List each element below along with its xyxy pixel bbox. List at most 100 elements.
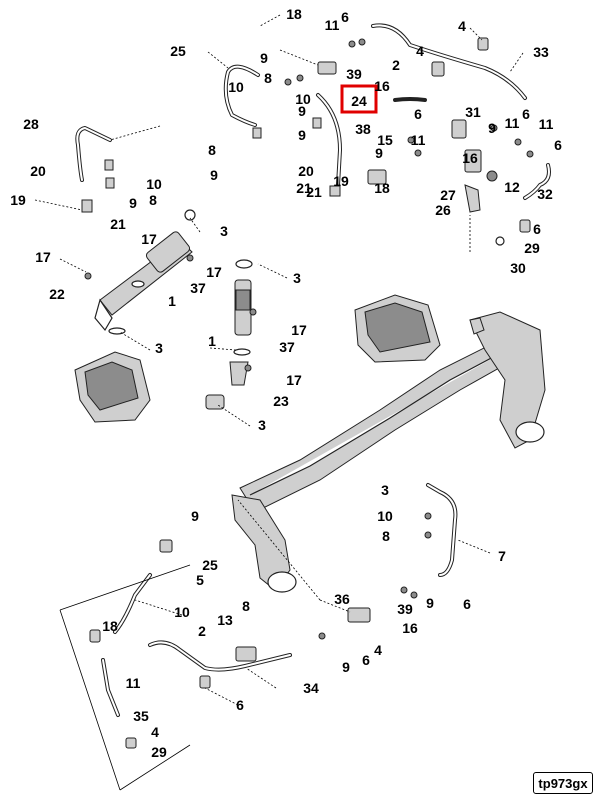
callout-10: 10: [228, 79, 244, 95]
callout-12: 12: [504, 179, 520, 195]
callout-25: 25: [170, 43, 186, 59]
callout-37: 37: [279, 339, 295, 355]
callout-4: 4: [416, 43, 424, 59]
right-housing: [354, 294, 441, 363]
callout-9: 9: [298, 127, 306, 143]
callout-6: 6: [522, 106, 530, 122]
center-filter-assembly: [205, 259, 257, 410]
callout-9: 9: [342, 659, 350, 675]
callout-9: 9: [298, 103, 306, 119]
callout-17: 17: [141, 231, 157, 247]
callout-6: 6: [362, 652, 370, 668]
callout-11: 11: [539, 116, 554, 132]
callout-3: 3: [155, 340, 163, 356]
callout-4: 4: [374, 642, 382, 658]
callout-26: 26: [435, 202, 451, 218]
callout-13: 13: [217, 612, 233, 628]
callout-8: 8: [382, 528, 390, 544]
callout-9: 9: [426, 595, 434, 611]
callout-28: 28: [23, 116, 39, 132]
callout-29: 29: [151, 744, 167, 760]
callout-6: 6: [414, 106, 422, 122]
callout-6: 6: [236, 697, 244, 713]
callout-19: 19: [10, 192, 26, 208]
callout-39: 39: [346, 66, 362, 82]
callout-17: 17: [291, 322, 307, 338]
callout-9: 9: [260, 50, 268, 66]
callout-20: 20: [30, 163, 46, 179]
callout-8: 8: [208, 142, 216, 158]
callout-30: 30: [510, 260, 526, 276]
callout-9: 9: [191, 508, 199, 524]
callout-31: 31: [465, 104, 481, 120]
callout-8: 8: [242, 598, 250, 614]
callout-29: 29: [524, 240, 540, 256]
callout-22: 22: [49, 286, 65, 302]
callout-4: 4: [151, 724, 159, 740]
callout-39: 39: [397, 601, 413, 617]
callout-9: 9: [129, 195, 137, 211]
callout-3: 3: [220, 223, 228, 239]
callout-10: 10: [174, 604, 190, 620]
callout-23: 23: [273, 393, 289, 409]
callout-10: 10: [295, 91, 311, 107]
leader-lines: [34, 14, 524, 706]
callout-3: 3: [258, 417, 266, 433]
callout-16: 16: [374, 78, 390, 94]
callout-10: 10: [146, 176, 162, 192]
callout-9: 9: [375, 145, 383, 161]
callout-1: 1: [168, 293, 176, 309]
lower-assembly: [59, 483, 458, 791]
callout-2: 2: [198, 623, 206, 639]
vehicle-frame: [231, 311, 546, 593]
callout-6: 6: [554, 137, 562, 153]
reference-tag: tp973gx: [533, 772, 593, 794]
callout-6: 6: [533, 221, 541, 237]
callout-36: 36: [334, 591, 350, 607]
callout-17: 17: [206, 264, 222, 280]
callout-11: 11: [505, 115, 520, 131]
callout-27: 27: [440, 187, 456, 203]
callout-20: 20: [298, 163, 314, 179]
callout-38: 38: [355, 121, 371, 137]
callout-3: 3: [381, 482, 389, 498]
callout-15: 15: [377, 132, 393, 148]
callout-37: 37: [190, 280, 206, 296]
callout-18: 18: [286, 6, 302, 22]
top-assembly: [75, 23, 551, 246]
callout-1: 1: [208, 333, 216, 349]
callout-17: 17: [286, 372, 302, 388]
callout-11: 11: [126, 675, 141, 691]
callout-34: 34: [303, 680, 319, 696]
callout-8: 8: [264, 70, 272, 86]
callout-21: 21: [306, 184, 322, 200]
callout-19: 19: [333, 173, 349, 189]
callout-7: 7: [498, 548, 506, 564]
highlighted-callout-box: [340, 84, 378, 114]
callout-11: 11: [325, 17, 340, 33]
callout-8: 8: [149, 192, 157, 208]
callout-21: 21: [296, 180, 312, 196]
callout-4: 4: [458, 18, 466, 34]
callout-11: 11: [411, 132, 426, 148]
callout-18: 18: [374, 180, 390, 196]
callout-3: 3: [293, 270, 301, 286]
callout-6: 6: [341, 9, 349, 25]
callout-16: 16: [462, 150, 478, 166]
callout-33: 33: [533, 44, 549, 60]
callout-5: 5: [196, 572, 204, 588]
callout-16: 16: [402, 620, 418, 636]
callout-18: 18: [102, 618, 118, 634]
callout-21: 21: [110, 216, 126, 232]
callout-2: 2: [392, 57, 400, 73]
callout-9: 9: [488, 120, 496, 136]
callout-6: 6: [463, 596, 471, 612]
callout-17: 17: [35, 249, 51, 265]
callout-9: 9: [210, 167, 218, 183]
left-filter-assembly: [74, 209, 196, 423]
callout-35: 35: [133, 708, 149, 724]
callout-10: 10: [377, 508, 393, 524]
callout-25: 25: [202, 557, 218, 573]
